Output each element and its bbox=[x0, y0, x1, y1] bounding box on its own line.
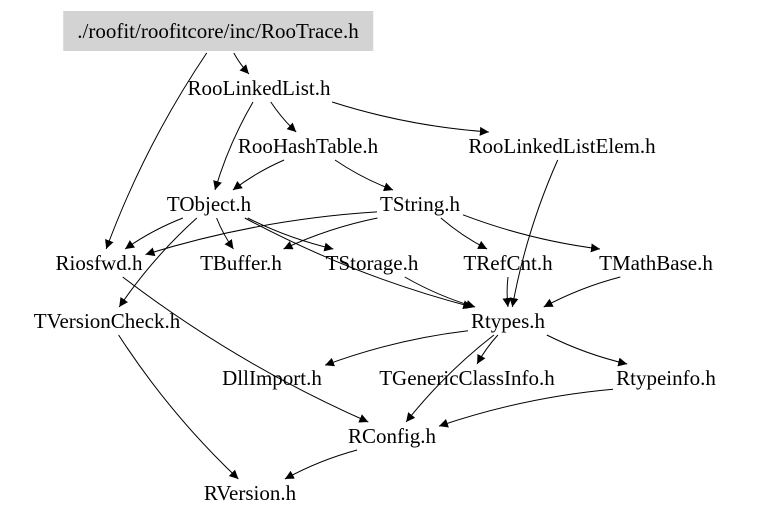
edge-rtypes-to-rtypeinfo bbox=[546, 334, 628, 367]
edge-tobject-to-tstorage bbox=[247, 217, 334, 252]
edge-rootrace-to-roolinkedlist bbox=[233, 52, 250, 75]
edge-tstring-to-tbuffer bbox=[283, 217, 378, 250]
edge-tversioncheck-to-rversion bbox=[118, 334, 239, 480]
node-riosfwd[interactable]: Riosfwd.h bbox=[55, 251, 143, 275]
edge-trefcnt-to-rtypes bbox=[502, 276, 512, 308]
edge-rtypes-to-rconfig bbox=[405, 334, 495, 423]
edge-tstring-to-riosfwd bbox=[145, 211, 378, 257]
node-roolinkedlist[interactable]: RooLinkedList.h bbox=[187, 76, 331, 100]
node-rtypeinfo[interactable]: Rtypeinfo.h bbox=[616, 366, 716, 390]
edge-tstring-to-trefcnt bbox=[440, 217, 488, 250]
edge-rconfig-to-rversion bbox=[284, 449, 358, 480]
node-roohashtable[interactable]: RooHashTable.h bbox=[237, 134, 379, 158]
edge-rtypeinfo-to-rconfig bbox=[438, 388, 614, 428]
node-tstring[interactable]: TString.h bbox=[380, 192, 460, 216]
node-tmathbase[interactable]: TMathBase.h bbox=[599, 251, 713, 275]
node-tbuffer[interactable]: TBuffer.h bbox=[200, 251, 282, 275]
edge-tobject-to-riosfwd bbox=[124, 217, 184, 250]
edge-rtypes-to-tgenericclassinfo bbox=[476, 334, 499, 365]
edge-tobject-to-rtypes bbox=[244, 217, 473, 310]
edge-tmathbase-to-rtypes bbox=[543, 276, 621, 308]
node-tstorage[interactable]: TStorage.h bbox=[325, 251, 419, 275]
edge-roohashtable-to-tstring bbox=[334, 159, 394, 192]
node-tobject[interactable]: TObject.h bbox=[166, 192, 252, 216]
edge-tobject-to-tversioncheck bbox=[118, 217, 198, 308]
node-rootrace[interactable]: ./roofit/roofitcore/inc/RooTrace.h bbox=[63, 11, 373, 51]
edge-roolinkedlist-to-tobject bbox=[213, 101, 254, 191]
node-rtypes[interactable]: Rtypes.h bbox=[470, 309, 546, 333]
edge-roohashtable-to-tobject bbox=[232, 159, 285, 191]
edge-roolinkedlist-to-roolinkedlistelem bbox=[331, 101, 489, 136]
node-dllimport[interactable]: DllImport.h bbox=[222, 366, 322, 390]
node-tgenericclassinfo[interactable]: TGenericClassInfo.h bbox=[379, 366, 555, 390]
edge-roolinkedlist-to-roohashtable bbox=[270, 101, 297, 133]
edge-riosfwd-to-rconfig bbox=[122, 276, 369, 423]
node-rversion[interactable]: RVersion.h bbox=[203, 481, 297, 505]
node-roolinkedlistelem[interactable]: RooLinkedListElem.h bbox=[468, 134, 656, 158]
edge-rtypes-to-dllimport bbox=[324, 330, 469, 367]
edge-roolinkedlistelem-to-rtypes bbox=[509, 159, 559, 308]
edge-rootrace-to-riosfwd bbox=[105, 52, 208, 250]
edge-tstorage-to-rtypes bbox=[404, 276, 476, 309]
node-rconfig[interactable]: RConfig.h bbox=[347, 424, 437, 448]
edge-tstring-to-tmathbase bbox=[462, 214, 601, 253]
node-tversioncheck[interactable]: TVersionCheck.h bbox=[33, 309, 181, 333]
node-trefcnt[interactable]: TRefCnt.h bbox=[463, 251, 553, 275]
